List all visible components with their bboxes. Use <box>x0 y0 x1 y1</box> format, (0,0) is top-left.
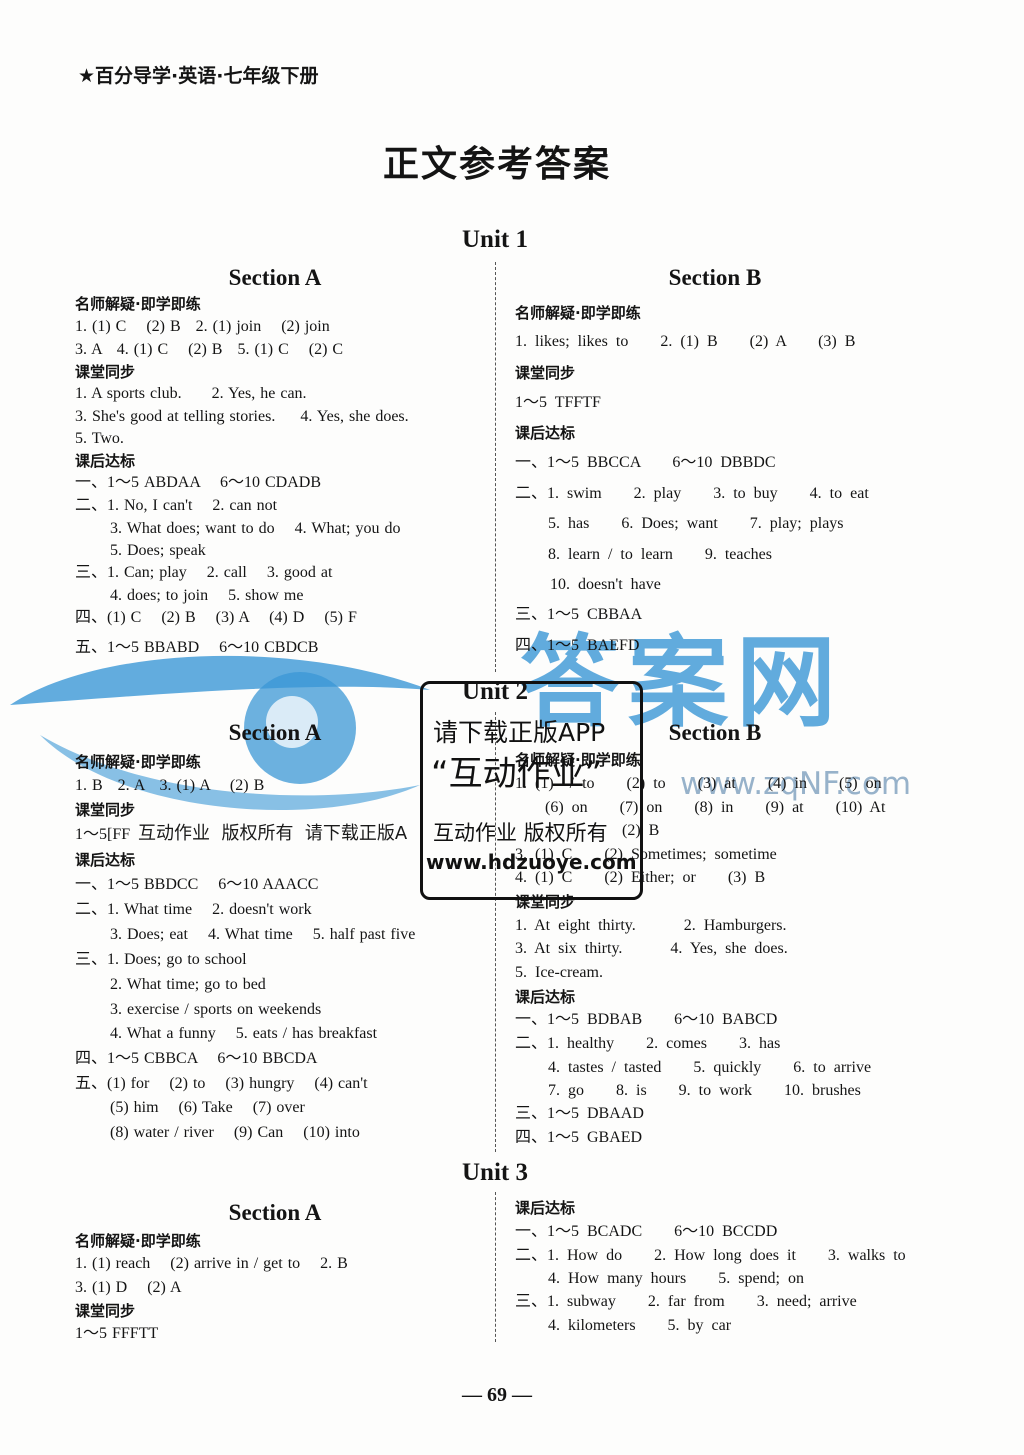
u2-a-line: 三、1. Does; go to school <box>75 951 247 968</box>
u1-a-line: 5. Does; speak <box>110 542 206 559</box>
u1-b-line: 10. doesn't have <box>550 576 661 593</box>
u3-b-line: 二、1. How do 2. How long does it 3. walks… <box>515 1247 906 1264</box>
column-divider <box>495 1192 496 1342</box>
u1-a-line: 3. What does; want to do 4. What; you do <box>110 520 401 537</box>
u1-b-label-homework: 课后达标 <box>515 424 576 442</box>
u3-a-line: 1. (1) reach (2) arrive in / get to 2. B <box>75 1255 348 1272</box>
u1-a-line: 1. A sports club. 2. Yes, he can. <box>75 385 307 402</box>
u2-a-label-homework: 课后达标 <box>75 851 136 869</box>
u1-a-line: 三、1. Can; play 2. call 3. good at <box>75 564 333 581</box>
eye-logo-icon <box>10 655 430 811</box>
u2-a-line: 四、1～5 CBBCA 6～10 BBCDA <box>75 1050 318 1067</box>
copyright-stamp: 请下载正版APP “互动作业” 互动作业 版权所有 www.hdzuoye.co… <box>420 681 643 900</box>
u2-b-line: 3. At six thirty. 4. Yes, she does. <box>515 940 788 957</box>
u1-b-line: 1. likes; likes to 2. (1) B (2) A (3) B <box>515 333 856 350</box>
u1-a-line: 4. does; to join 5. show me <box>110 587 304 604</box>
u2-a-line: (8) water / river (9) Can (10) into <box>110 1124 360 1141</box>
stamp-url: www.hdzuoye.com <box>426 850 637 874</box>
watermark-overlay-text: 互动作业 版权所有 请下载正版A <box>138 823 408 844</box>
stamp-line: 请下载正版APP <box>433 718 606 747</box>
u2-b-line: 1. At eight thirty. 2. Hamburgers. <box>515 917 787 934</box>
u2-a-line: 3. exercise / sports on weekends <box>110 1001 322 1018</box>
u3-a-label-classroom: 课堂同步 <box>75 1302 136 1320</box>
u1-section-b-heading: Section B <box>668 265 762 290</box>
u2-b-line: 二、1. healthy 2. comes 3. has <box>515 1035 781 1052</box>
page-number: — 69 — <box>462 1384 532 1406</box>
u2-b-line: 三、1～5 DBAAD <box>515 1105 644 1122</box>
u1-a-line: 五、1～5 BBABD 6～10 CBDCB <box>75 639 319 656</box>
u1-a-label-homework: 课后达标 <box>75 452 136 470</box>
column-divider <box>495 712 496 1152</box>
u2-b-line: 4. (1) C (2) Either; or (3) B <box>515 869 766 886</box>
u1-a-line: 四、(1) C (2) B (3) A (4) D (5) F <box>75 609 357 626</box>
stamp-line: 互动作业 版权所有 <box>433 821 608 845</box>
u2-a-line: 1. B 2. A 3. (1) A (2) B <box>75 777 265 794</box>
u2-a-line: (5) him (6) Take (7) over <box>110 1099 305 1116</box>
u1-a-line: 3. A 4. (1) C (2) B 5. (1) C (2) C <box>75 341 344 358</box>
u2-b-line: 4. tastes / tasted 5. quickly 6. to arri… <box>548 1059 872 1076</box>
u1-b-label-classroom: 课堂同步 <box>515 364 576 382</box>
u1-b-label-practice: 名师解疑·即学即练 <box>515 304 641 322</box>
u2-a-line: 1～5[FF <box>75 826 131 843</box>
u1-section-a-heading: Section A <box>228 265 322 290</box>
book-header: ★百分导学·英语·七年级下册 <box>78 65 319 87</box>
u3-b-line: 三、1. subway 2. far from 3. need; arrive <box>515 1293 857 1310</box>
u2-a-line: 二、1. What time 2. doesn't work <box>75 901 312 918</box>
u1-a-label-practice: 名师解疑·即学即练 <box>75 295 201 313</box>
column-divider <box>495 262 496 672</box>
u3-a-line: 3. (1) D (2) A <box>75 1279 182 1296</box>
u2-a-label-classroom: 课堂同步 <box>75 801 136 819</box>
watermark-url: www.zqNF.com <box>680 766 912 802</box>
unit-1-heading: Unit 1 <box>462 226 528 253</box>
u2-section-b-heading: Section B <box>668 720 762 745</box>
u2-b-line: 7. go 8. is 9. to work 10. brushes <box>548 1082 861 1099</box>
unit-3-heading: Unit 3 <box>462 1159 528 1186</box>
u2-b-line: 四、1～5 GBAED <box>515 1129 643 1146</box>
u3-a-label-practice: 名师解疑·即学即练 <box>75 1232 201 1250</box>
u1-b-line: 二、1. swim 2. play 3. to buy 4. to eat <box>515 485 869 502</box>
u2-section-a-heading: Section A <box>228 720 322 745</box>
u1-a-line: 一、1～5 ABDAA 6～10 CDADB <box>75 474 322 491</box>
u2-b-label-homework: 课后达标 <box>515 988 576 1006</box>
u2-b-line: (2) B <box>622 822 660 839</box>
stamp-line: “互动作业” <box>431 754 603 794</box>
u3-a-line: 1～5 FFFTT <box>75 1325 159 1342</box>
u1-a-line: 1. (1) C (2) B 2. (1) join (2) join <box>75 318 330 335</box>
u3-b-line: 一、1～5 BCADC 6～10 BCCDD <box>515 1223 778 1240</box>
u2-b-line: 一、1～5 BDBAB 6～10 BABCD <box>515 1011 778 1028</box>
u2-b-line: 3. (1) C (2) Sometimes; sometime <box>515 846 777 863</box>
u2-a-line: 3. Does; eat 4. What time 5. half past f… <box>110 926 416 943</box>
u1-a-label-classroom: 课堂同步 <box>75 363 136 381</box>
u1-b-line: 8. learn / to learn 9. teaches <box>548 546 772 563</box>
u1-a-line: 3. She's good at telling stories. 4. Yes… <box>75 408 409 425</box>
u2-a-line: 4. What a funny 5. eats / has breakfast <box>110 1025 378 1042</box>
u2-a-line: 2. What time; go to bed <box>110 976 266 993</box>
u2-a-label-practice: 名师解疑·即学即练 <box>75 753 201 771</box>
u2-a-line: 一、1～5 BBDCC 6～10 AAACC <box>75 876 319 893</box>
u3-b-label-homework: 课后达标 <box>515 1199 576 1217</box>
u1-b-line: 四、1～5 BAEFD <box>515 637 640 654</box>
u3-section-a-heading: Section A <box>228 1200 322 1225</box>
u1-a-line: 二、1. No, I can't 2. can not <box>75 497 278 514</box>
u3-b-line: 4. How many hours 5. spend; on <box>548 1270 804 1287</box>
u2-b-line: 5. Ice-cream. <box>515 964 603 981</box>
u2-b-label-practice: 名师解疑·即学即练 <box>515 751 641 769</box>
page-title: 正文参考答案 <box>382 144 611 185</box>
u1-b-line: 三、1～5 CBBAA <box>515 606 643 623</box>
u1-b-line: 1～5 TFFTF <box>515 394 601 411</box>
u2-a-line: 五、(1) for (2) to (3) hungry (4) can't <box>75 1075 368 1092</box>
u1-b-line: 一、1～5 BBCCA 6～10 DBBDC <box>515 454 776 471</box>
u2-b-line: (6) on (7) on (8) in (9) at (10) At <box>545 799 886 816</box>
u1-b-line: 5. has 6. Does; want 7. play; plays <box>548 515 844 532</box>
u3-b-line: 4. kilometers 5. by car <box>548 1317 732 1334</box>
u1-a-line: 5. Two. <box>75 430 124 447</box>
